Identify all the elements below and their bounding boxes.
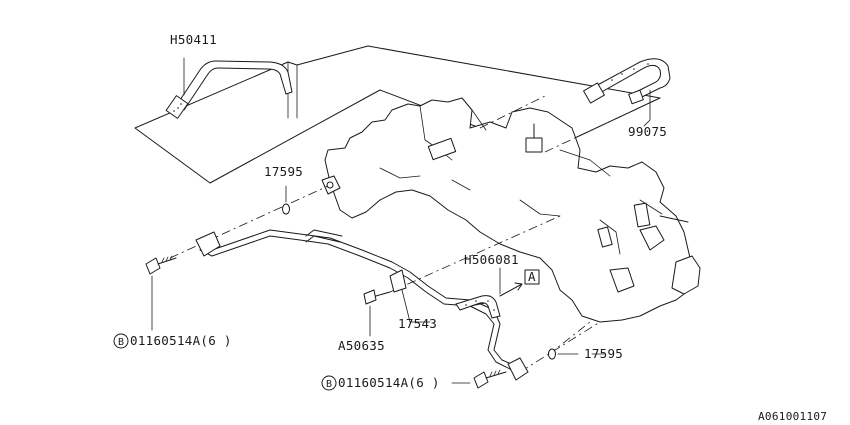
intake-manifold	[321, 97, 701, 323]
label-a50635: A50635	[338, 338, 385, 353]
bolt-left	[145, 255, 177, 331]
gasket-upper	[282, 185, 290, 215]
gasket-lower	[548, 348, 579, 360]
label-b-symbol-left: B	[118, 337, 124, 348]
pipe-assembly-17543	[195, 229, 529, 381]
clip-a50635	[363, 289, 391, 337]
label-17595-lower: 17595	[584, 346, 623, 361]
label-01160514a-bottom: 01160514A(6 )	[338, 375, 440, 390]
label-01160514a-left: 01160514A(6 )	[130, 333, 232, 348]
bolt-bottom	[451, 369, 507, 389]
label-ref-a: A	[528, 269, 536, 284]
label-17595-upper: 17595	[264, 164, 303, 179]
label-b-symbol-bottom: B	[326, 379, 332, 390]
leader-lines	[401, 289, 605, 355]
label-17543: 17543	[398, 316, 437, 331]
label-99075: 99075	[628, 124, 667, 139]
bolt-symbol-left	[113, 333, 129, 349]
drawing-id: A061001107	[758, 410, 827, 423]
label-h50411: H50411	[170, 32, 217, 47]
bolt-symbol-bottom	[321, 375, 337, 391]
hose-h50411	[165, 57, 293, 119]
reference-lines	[169, 95, 661, 373]
hose-h506081	[455, 267, 523, 319]
hose-99075	[583, 58, 671, 127]
label-h506081: H506081	[464, 252, 519, 267]
reference-box-a	[524, 269, 540, 285]
